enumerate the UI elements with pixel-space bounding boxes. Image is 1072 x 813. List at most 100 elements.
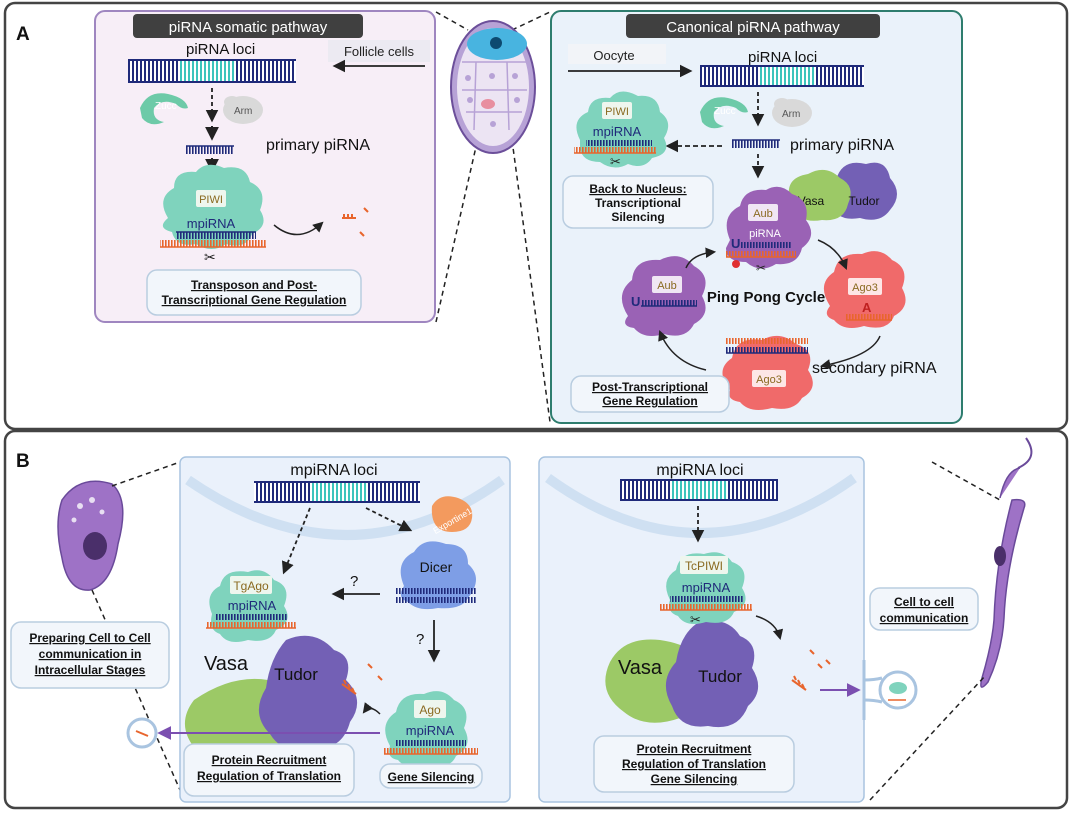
svg-text:✂: ✂	[690, 612, 701, 627]
b-left-dna	[254, 481, 420, 503]
tcpiwi-complex: TcPIWI mpiRNA ✂ Vasa Tudor	[605, 552, 759, 728]
somatic-piwi-complex: PIWI mpiRNA ✂	[160, 164, 266, 265]
somatic-dna-loci	[128, 59, 296, 83]
nucleus-line3: Silencing	[611, 210, 664, 224]
svg-text:U: U	[731, 236, 740, 251]
svg-text:Ago3: Ago3	[756, 374, 782, 386]
b-left-panel: mpiRNA loci Exportine1 Dicer ? ?	[179, 456, 511, 803]
svg-text:✂: ✂	[204, 249, 216, 265]
svg-text:Vasa: Vasa	[204, 653, 249, 675]
prep-line3: Intracellular Stages	[35, 663, 146, 677]
svg-text:Zucc: Zucc	[714, 106, 736, 117]
comm-line1: Cell to cell	[894, 595, 954, 609]
ping-pong-arrows	[658, 239, 881, 371]
svg-text:piRNA: piRNA	[749, 228, 781, 240]
follicle-cells-label: Follicle cells	[344, 44, 415, 59]
vesicle-left	[126, 717, 380, 749]
svg-text:Arm: Arm	[234, 106, 252, 117]
somatic-primary-pirna-strand	[186, 146, 234, 154]
svg-text:mpiRNA: mpiRNA	[682, 580, 731, 595]
prep-line1: Preparing Cell to Cell	[29, 631, 150, 645]
b-right-dna	[620, 479, 778, 501]
preparing-box	[10, 621, 170, 689]
canonical-dna-loci	[700, 65, 864, 87]
cell-to-cell-box	[869, 587, 979, 631]
svg-text:✂: ✂	[610, 154, 621, 169]
nucleus-line2: Transcriptional	[595, 196, 681, 210]
svg-text:mpiRNA: mpiRNA	[228, 598, 277, 613]
svg-text:A: A	[862, 300, 872, 315]
svg-text:Tudor: Tudor	[849, 194, 880, 208]
aub-left-complex: Aub U	[621, 256, 706, 336]
canonical-primary-label: primary piRNA	[790, 137, 894, 154]
svg-text:mpiRNA: mpiRNA	[187, 216, 236, 231]
ago3-bottom-complex: Ago3	[722, 335, 813, 410]
b-right-panel: mpiRNA loci TcPIWI mpiRNA ✂ Vasa Tudor	[538, 456, 865, 803]
dicer-protein: Dicer	[396, 541, 476, 610]
svg-text:Vasa: Vasa	[618, 657, 663, 679]
svg-text:Dicer: Dicer	[420, 559, 453, 575]
somatic-box-line2: Transcriptional Gene Regulation	[162, 293, 347, 307]
oocyte-label: Oocyte	[593, 48, 634, 63]
toxoplasma-cell	[57, 461, 181, 791]
svg-text:PIWI: PIWI	[199, 194, 223, 206]
somatic-title: piRNA somatic pathway	[169, 19, 328, 36]
somatic-primary-label: primary piRNA	[266, 137, 370, 154]
egg-chamber	[435, 11, 551, 423]
svg-text:Tudor: Tudor	[274, 665, 318, 684]
ptgr-line2: Gene Regulation	[602, 394, 697, 408]
svg-text:Aub: Aub	[657, 280, 677, 292]
svg-text:Zucc: Zucc	[155, 101, 177, 112]
svg-text:U: U	[631, 294, 640, 309]
canonical-loci-label: piRNA loci	[748, 49, 817, 66]
b-right-fragments	[791, 649, 831, 691]
svg-text:PIWI: PIWI	[605, 106, 629, 118]
svg-text:Aub: Aub	[753, 208, 773, 220]
vesicle-right	[820, 660, 918, 720]
arm-protein: Arm	[223, 96, 263, 124]
svg-text:Tudor: Tudor	[698, 667, 742, 686]
svg-text:Ago3: Ago3	[852, 282, 878, 294]
canonical-title: Canonical piRNA pathway	[666, 19, 840, 36]
right-box-line1: Protein Recruitment	[637, 742, 752, 756]
nucleus-line1: Back to Nucleus:	[589, 182, 686, 196]
svg-text:Ago: Ago	[419, 703, 441, 717]
prep-line2: communication in	[39, 647, 142, 661]
somatic-box-line1: Transposon and Post-	[191, 278, 317, 292]
canonical-primary-strand	[732, 140, 780, 148]
ago3-right-complex: Ago3 A	[823, 251, 906, 328]
recruit-left-line1: Protein Recruitment	[212, 753, 327, 767]
svg-text:TcPIWI: TcPIWI	[685, 559, 723, 573]
comm-line2: communication	[880, 611, 969, 625]
somatic-fragments	[342, 207, 369, 237]
canonical-pathway-box: Canonical piRNA pathway Oocyte piRNA loc…	[550, 10, 963, 424]
panel-a-label: A	[16, 24, 30, 45]
b-left-fragments	[341, 663, 383, 695]
svg-text:mpiRNA: mpiRNA	[593, 124, 642, 139]
canonical-arm-protein: Arm	[772, 98, 812, 127]
svg-text:mpiRNA: mpiRNA	[406, 723, 455, 738]
ping-pong-label: Ping Pong Cycle	[707, 289, 825, 306]
b-left-loci-label: mpiRNA loci	[290, 462, 377, 479]
question-2: ?	[416, 631, 424, 648]
somatic-release-arrow	[273, 221, 324, 236]
gene-silencing-left: Gene Silencing	[388, 770, 475, 784]
trypanosoma-cell	[869, 437, 1033, 801]
right-box-line3: Gene Silencing	[651, 772, 738, 786]
panel-b-label: B	[16, 451, 30, 472]
recruit-left-line2: Regulation of Translation	[197, 769, 341, 783]
somatic-pathway-box: piRNA somatic pathway Follicle cells piR…	[94, 10, 436, 323]
secondary-pirna-label: secondary piRNA	[812, 360, 937, 377]
canonical-zucc-protein: Zucc	[700, 97, 748, 129]
b-right-loci-label: mpiRNA loci	[656, 462, 743, 479]
svg-text:Arm: Arm	[782, 109, 800, 120]
canonical-piwi-complex: PIWI mpiRNA ✂	[574, 91, 669, 169]
aub-top-complex: Aub piRNA U ✂	[726, 186, 812, 275]
ptgr-line1: Post-Transcriptional	[592, 380, 708, 394]
svg-text:TgAgo: TgAgo	[233, 579, 269, 593]
zucc-protein: Zucc	[140, 93, 188, 125]
somatic-loci-label: piRNA loci	[186, 41, 255, 58]
question-1: ?	[350, 573, 358, 590]
ago-complex: Ago mpiRNA	[384, 691, 478, 768]
